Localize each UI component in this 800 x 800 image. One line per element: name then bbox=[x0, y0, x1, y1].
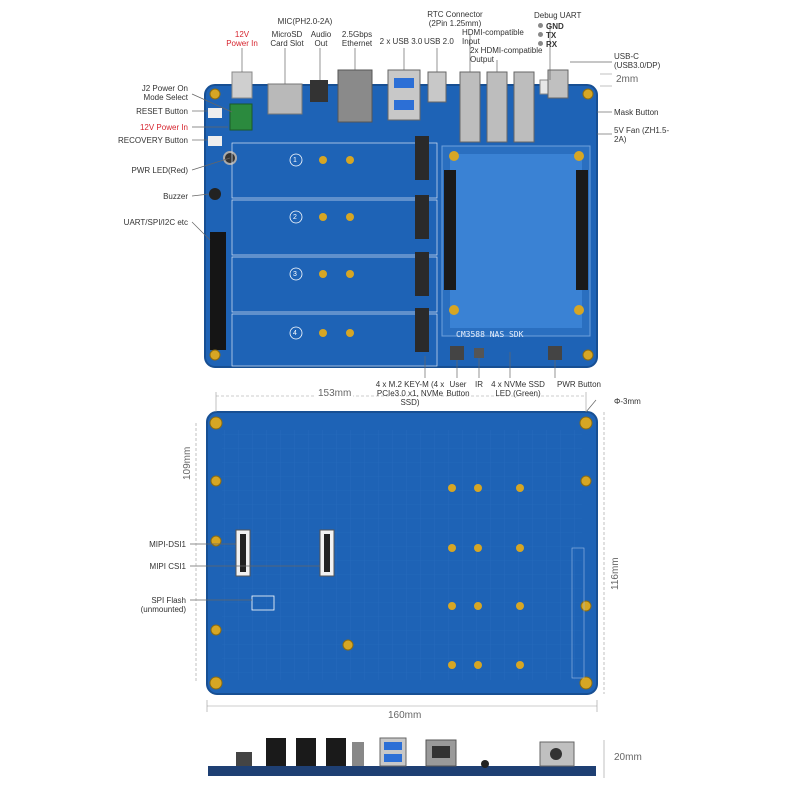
dim-109mm: 109mm bbox=[182, 446, 193, 480]
label-5v-fan: 5V Fan (ZH1.5-2A) bbox=[614, 126, 670, 144]
label-pwr-led: PWR LED(Red) bbox=[131, 166, 188, 175]
label-12v-power-top: 12V Power In bbox=[226, 30, 258, 48]
label-pwr-button: PWR Button bbox=[556, 380, 601, 389]
label-usb2: USB 2.0 bbox=[424, 37, 454, 46]
board-silkscreen: CM3588 NAS SDK bbox=[456, 330, 524, 339]
slot-number-3: 3 bbox=[293, 271, 297, 278]
label-m2-slots: 4 x M.2 KEY-M (4 x PCIe3.0 x1, NVMe SSD) bbox=[375, 380, 445, 407]
label-reset-button: RESET Button bbox=[136, 107, 188, 116]
gpio-header bbox=[210, 232, 226, 350]
hdmi-out-port-1 bbox=[486, 71, 508, 143]
label-audio-out: Audio Out bbox=[310, 30, 332, 48]
label-mipi-dsi: MIPI-DSI1 bbox=[149, 540, 186, 549]
dim-153mm: 153mm bbox=[316, 388, 354, 399]
label-rtc: RTC Connector (2Pin 1.25mm) bbox=[427, 10, 483, 28]
back-leader-lines bbox=[190, 399, 597, 601]
uart-pin-dots bbox=[538, 23, 543, 46]
label-hdmi-out: 2x HDMI-compatible Output bbox=[470, 46, 543, 64]
label-ir: IR bbox=[475, 380, 483, 389]
label-mic: MIC(PH2.0-2A) bbox=[277, 17, 333, 26]
spi-flash-footprint bbox=[251, 595, 275, 611]
label-uart-spi-i2c: UART/SPI/I2C etc bbox=[123, 218, 188, 227]
dim-116mm: 116mm bbox=[610, 557, 621, 590]
usb-c-port bbox=[547, 69, 569, 99]
label-recovery-button: RECOVERY Button bbox=[118, 136, 188, 145]
label-hole-diameter: Φ-3mm bbox=[614, 397, 641, 406]
hdmi-in-port bbox=[459, 71, 481, 143]
label-gnd: GND bbox=[546, 22, 564, 31]
m2-slots bbox=[231, 136, 438, 367]
slot-number-4: 4 bbox=[293, 330, 297, 337]
dim-2mm: 2mm bbox=[616, 74, 639, 85]
label-user-button: User Button bbox=[446, 380, 470, 398]
label-tx: TX bbox=[546, 31, 557, 40]
label-j2: J2 Power On Mode Select bbox=[141, 84, 188, 102]
label-rx: RX bbox=[546, 40, 558, 49]
label-usb-c: USB-C (USB3.0/DP) bbox=[614, 52, 661, 70]
label-microsd: MicroSD Card Slot bbox=[270, 30, 304, 48]
slot-number-1: 1 bbox=[293, 157, 297, 164]
label-spi-flash: SPI Flash (unmounted) bbox=[140, 596, 186, 614]
top-leader-lines bbox=[191, 24, 612, 378]
label-buzzer: Buzzer bbox=[163, 192, 188, 201]
hdmi-out-port-2 bbox=[513, 71, 535, 143]
usb2-port bbox=[427, 71, 447, 103]
dim-160mm: 160mm bbox=[388, 710, 422, 721]
label-mipi-csi: MIPI CSI1 bbox=[149, 562, 186, 571]
power-jack bbox=[231, 71, 253, 99]
back-board bbox=[206, 411, 598, 695]
label-hdmi-in: HDMI-compatible Input bbox=[462, 28, 524, 46]
side-view bbox=[208, 737, 596, 776]
label-usb3: 2 x USB 3.0 bbox=[379, 37, 423, 46]
usb3-port bbox=[387, 69, 421, 121]
label-mask-button: Mask Button bbox=[614, 108, 659, 117]
microsd-slot bbox=[267, 83, 303, 115]
ethernet-port bbox=[337, 69, 373, 123]
label-12v-power-left: 12V Power In bbox=[139, 123, 188, 132]
dimension-lines bbox=[195, 392, 605, 778]
slot-number-2: 2 bbox=[293, 214, 297, 221]
audio-jack bbox=[310, 80, 328, 102]
top-board bbox=[204, 69, 598, 368]
dim-20mm: 20mm bbox=[614, 752, 642, 763]
label-nvme-led: 4 x NVMe SSD LED (Green) bbox=[491, 380, 545, 398]
label-ethernet: 2.5Gbps Ethernet bbox=[341, 30, 373, 48]
label-debug-uart: Debug UART bbox=[534, 11, 582, 20]
